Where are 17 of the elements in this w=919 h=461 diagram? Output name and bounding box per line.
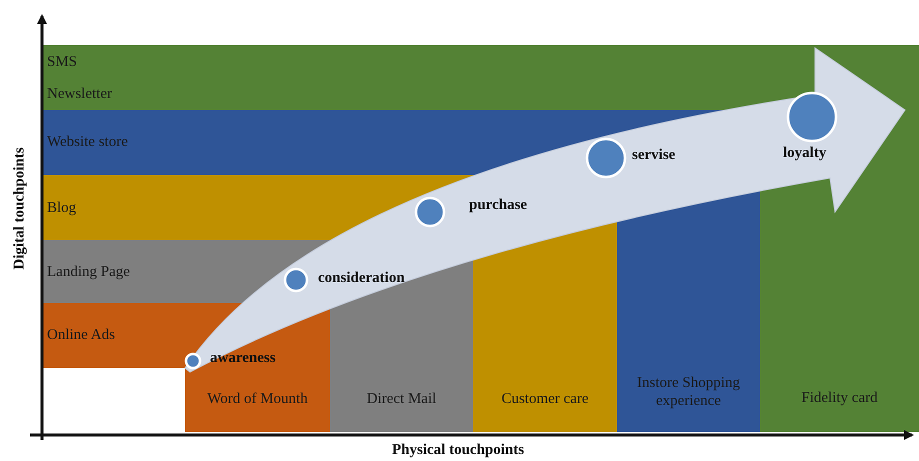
stage-label: consideration — [318, 270, 405, 287]
physical-touchpoint-label: Direct Mail — [366, 390, 438, 408]
physical-touchpoint-label: Fidelity card — [800, 389, 879, 407]
stage-label: loyalty — [783, 145, 826, 162]
axis-title: Digital touchpoints — [12, 146, 28, 272]
digital-touchpoint-label: Online Ads — [47, 326, 115, 344]
physical-touchpoint-label: Instore Shopping experience — [636, 374, 741, 410]
stage-label: purchase — [469, 197, 528, 214]
physical-touchpoint-label: Customer care — [500, 390, 590, 408]
physical-touchpoint-label: Word of Mounth — [206, 390, 309, 408]
digital-touchpoint-label: Newsletter — [47, 85, 112, 103]
digital-touchpoint-label: Website store — [47, 133, 128, 151]
digital-touchpoint-label: Blog — [47, 199, 76, 217]
digital-touchpoint-label: Landing Page — [47, 263, 130, 281]
axis-title: Physical touchpoints — [392, 442, 524, 459]
stage-label: servise — [632, 147, 676, 164]
digital-touchpoint-label: SMS — [47, 53, 78, 71]
